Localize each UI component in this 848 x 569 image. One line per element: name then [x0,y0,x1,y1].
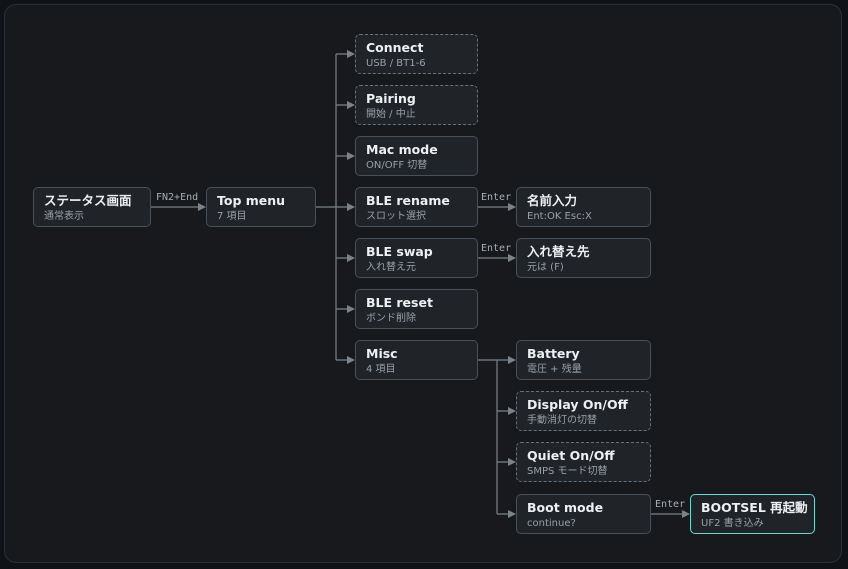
node-ble-rename: BLE rename スロット選択 [355,187,478,227]
edge-label-enter-swap: Enter [481,243,512,254]
node-subtitle: SMPS モード切替 [527,466,608,477]
node-subtitle: 7 項目 [217,211,247,222]
node-title: ステータス画面 [44,193,132,208]
node-subtitle: 元は (F) [527,262,564,273]
edge-label-enter-boot: Enter [655,499,686,510]
node-subtitle: UF2 書き込み [701,518,764,529]
node-subtitle: 入れ替え元 [366,262,416,273]
node-subtitle: Ent:OK Esc:X [527,211,592,222]
node-display-toggle: Display On/Off 手動消灯の切替 [516,391,651,431]
node-title: 入れ替え先 [527,244,590,259]
node-title: Connect [366,40,424,55]
node-subtitle: continue? [527,518,576,529]
node-swap-destination: 入れ替え先 元は (F) [516,238,651,278]
node-title: BOOTSEL 再起動 [701,500,808,515]
node-mac-mode: Mac mode ON/OFF 切替 [355,136,478,176]
node-title: BLE swap [366,244,433,259]
node-title: Battery [527,346,580,361]
node-top-menu: Top menu 7 項目 [206,187,316,227]
node-title: Top menu [217,193,286,208]
node-subtitle: USB / BT1-6 [366,58,426,69]
node-ble-reset: BLE reset ボンド削除 [355,289,478,329]
node-status-screen: ステータス画面 通常表示 [33,187,151,227]
node-title: BLE reset [366,295,433,310]
node-misc: Misc 4 項目 [355,340,478,380]
node-pairing: Pairing 開始 / 中止 [355,85,478,125]
node-subtitle: 開始 / 中止 [366,109,416,120]
node-title: Display On/Off [527,397,628,412]
node-subtitle: 手動消灯の切替 [527,415,597,426]
node-title: BLE rename [366,193,450,208]
edge-label-fn2-end: FN2+End [156,192,199,203]
node-boot-mode: Boot mode continue? [516,494,651,534]
node-bootsel-reboot: BOOTSEL 再起動 UF2 書き込み [690,494,815,534]
node-subtitle: ボンド削除 [366,313,416,324]
node-title: Mac mode [366,142,438,157]
node-ble-swap: BLE swap 入れ替え元 [355,238,478,278]
node-title: Boot mode [527,500,604,515]
node-quiet-toggle: Quiet On/Off SMPS モード切替 [516,442,651,482]
node-connect: Connect USB / BT1-6 [355,34,478,74]
node-title: 名前入力 [527,193,578,208]
node-title: Quiet On/Off [527,448,615,463]
node-name-input: 名前入力 Ent:OK Esc:X [516,187,651,227]
node-subtitle: 電圧 + 残量 [527,364,582,375]
edge-label-enter-rename: Enter [481,192,512,203]
node-title: Pairing [366,91,416,106]
node-subtitle: 通常表示 [44,211,84,222]
node-subtitle: 4 項目 [366,364,396,375]
node-subtitle: スロット選択 [366,211,426,222]
node-battery: Battery 電圧 + 残量 [516,340,651,380]
node-subtitle: ON/OFF 切替 [366,160,428,171]
node-title: Misc [366,346,398,361]
